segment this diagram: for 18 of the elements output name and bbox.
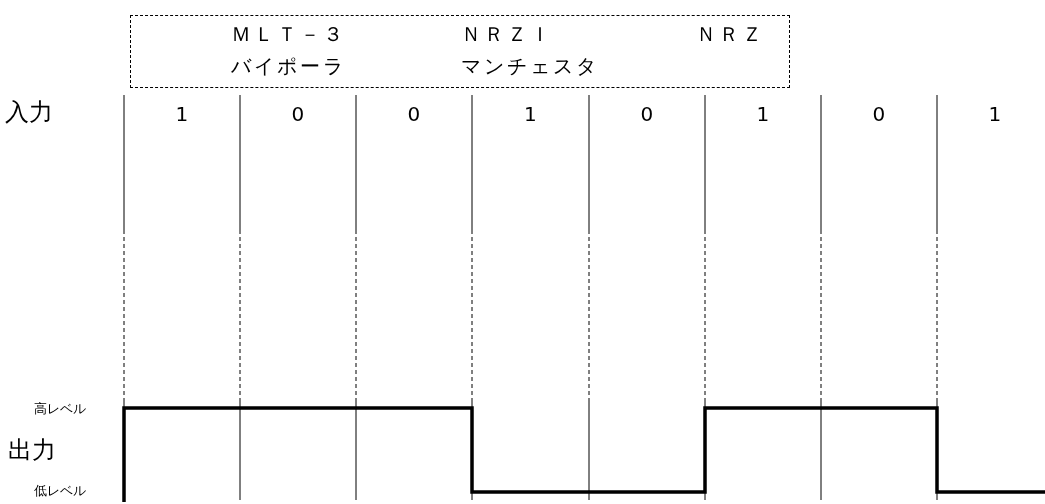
level-label: 高レベル [34,402,86,415]
level-label: 低レベル [34,484,86,497]
bit-value: 0 [407,104,421,124]
encoding-name: マンチェスタ [461,56,599,76]
bit-value: 1 [756,104,770,124]
encoding-name: バイポーラ [231,56,346,76]
bit-value: 1 [524,104,537,124]
row-label: 出力 [8,438,56,462]
dashed-frame [130,15,790,88]
bit-value: 0 [872,104,886,124]
bit-value: 0 [291,104,305,124]
encoding-name: ＮＲＺＩ [461,24,553,44]
bit-value: 0 [640,104,654,124]
row-label: 入力 [5,100,53,124]
bit-value: 1 [175,104,189,124]
encoding-name: ＮＲＺ [696,24,765,44]
bit-value: 1 [988,104,1002,124]
encoding-name: ＭＬＴ－３ [231,24,346,44]
